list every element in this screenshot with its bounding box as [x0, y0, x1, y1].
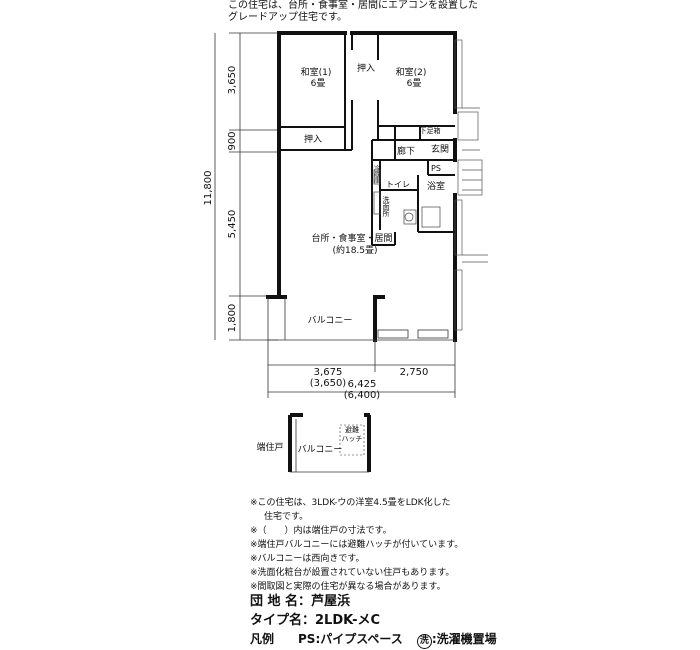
balcony-outline — [267, 297, 455, 341]
note-3: ※端住戸バルコニーには避難ハッチが付いています。 — [250, 540, 464, 550]
room-rouka: 廊下 — [397, 145, 415, 157]
room-toilet: トイレ — [386, 180, 410, 189]
dim-total-w: 6,425 — [348, 379, 377, 390]
right-windows — [454, 39, 488, 331]
legend-row: 凡例 PS:パイプスペース洗:洗濯機置場 — [250, 630, 497, 649]
danchi-value: 芦屋浜 — [311, 594, 351, 609]
note-5: ※洗面化粧台が設置されていない住戸もあります。 — [250, 568, 455, 578]
dim-total-h: 11,800 — [203, 171, 214, 206]
room-ldk-size: (約18.5畳) — [332, 244, 377, 256]
room-ps: PS — [431, 164, 441, 173]
room-balcony: バルコニー — [308, 315, 353, 326]
dim-w1: 3,675 — [314, 367, 343, 378]
type-row: タイプ名：2LDK-メC — [250, 611, 497, 630]
wash-circle-icon: 洗 — [416, 634, 432, 649]
room-oshiire-2: 押入 — [304, 133, 322, 145]
room-ldk: 台所・食事室・居間 — [311, 232, 392, 244]
type-label: タイプ名： — [250, 613, 316, 628]
note-1: ※この住宅は、3LDK-ウの洋室4.5畳をLDK化した — [250, 498, 451, 508]
intro-line-2: グレードアップ住宅です。 — [228, 12, 347, 23]
end-unit-balcony-label: バルコニー — [298, 444, 343, 455]
end-unit-hatch-line2: ハッチ — [342, 435, 363, 443]
room-washitsu1-size: 6畳 — [311, 78, 326, 89]
dim-v4: 1,800 — [227, 304, 238, 333]
room-unit-label: 冷蔵庫 — [373, 164, 380, 184]
dim-w2: 2,750 — [400, 367, 429, 378]
note-6: ※間取図と実際の住宅が異なる場合があります。 — [250, 582, 446, 592]
wash-machine-icon — [404, 212, 414, 222]
vertical-dimension-lines — [214, 32, 278, 341]
intro-line-1: この住宅は、台所・食事室・居間にエアコンを設置した — [228, 0, 478, 11]
end-unit-balcony — [288, 413, 371, 473]
danchi-row: 団 地 名：芦屋浜 — [250, 592, 497, 611]
dim-w1-alt: (3,650) — [310, 378, 347, 389]
floor-plan: 3,650 900 5,450 1,800 11,800 — [203, 31, 488, 473]
bathroom-fixtures — [373, 169, 441, 228]
end-unit-label: 端住戸 — [256, 441, 283, 453]
dim-total-w-alt: (6,400) — [344, 390, 381, 401]
note-2: ※（ ）内は端住戸の寸法です。 — [250, 526, 392, 536]
intro-text: この住宅は、台所・食事室・居間にエアコンを設置した グレードアップ住宅です。 — [228, 0, 478, 24]
danchi-label: 団 地 名： — [250, 594, 312, 609]
type-value: 2LDK-メC — [315, 613, 381, 628]
note-4: ※バルコニーは西向きです。 — [250, 554, 365, 564]
legend-wash: :洗濯機置場 — [431, 632, 497, 646]
dim-v1: 3,650 — [227, 66, 238, 95]
dim-v2: 900 — [227, 131, 238, 150]
room-yokushitsu: 浴室 — [427, 180, 445, 192]
room-washitsu2: 和室(2) — [396, 66, 427, 78]
property-info: 団 地 名：芦屋浜 タイプ名：2LDK-メC 凡例 PS:パイプスペース洗:洗濯機… — [250, 592, 497, 649]
dim-v3: 5,450 — [227, 210, 238, 239]
room-getabako: 下足箱 — [420, 126, 441, 135]
note-1-cont: 住宅です。 — [264, 512, 309, 522]
room-washitsu2-size: 6畳 — [407, 78, 422, 89]
legend-label: 凡例 — [250, 632, 275, 646]
end-unit-hatch-line1: 避難 — [345, 425, 359, 434]
horizontal-dimension-lines — [267, 340, 456, 398]
notes: ※この住宅は、3LDK-ウの洋室4.5畳をLDK化した 住宅です。 ※（ ）内は… — [250, 496, 463, 594]
legend-ps: PS:パイプスペース — [298, 632, 403, 646]
interior-walls — [279, 33, 455, 246]
room-oshiire-1: 押入 — [357, 62, 375, 74]
room-senmen: 洗面所 — [382, 195, 390, 218]
room-washitsu1: 和室(1) — [301, 66, 332, 78]
room-genkan: 玄関 — [431, 143, 449, 155]
